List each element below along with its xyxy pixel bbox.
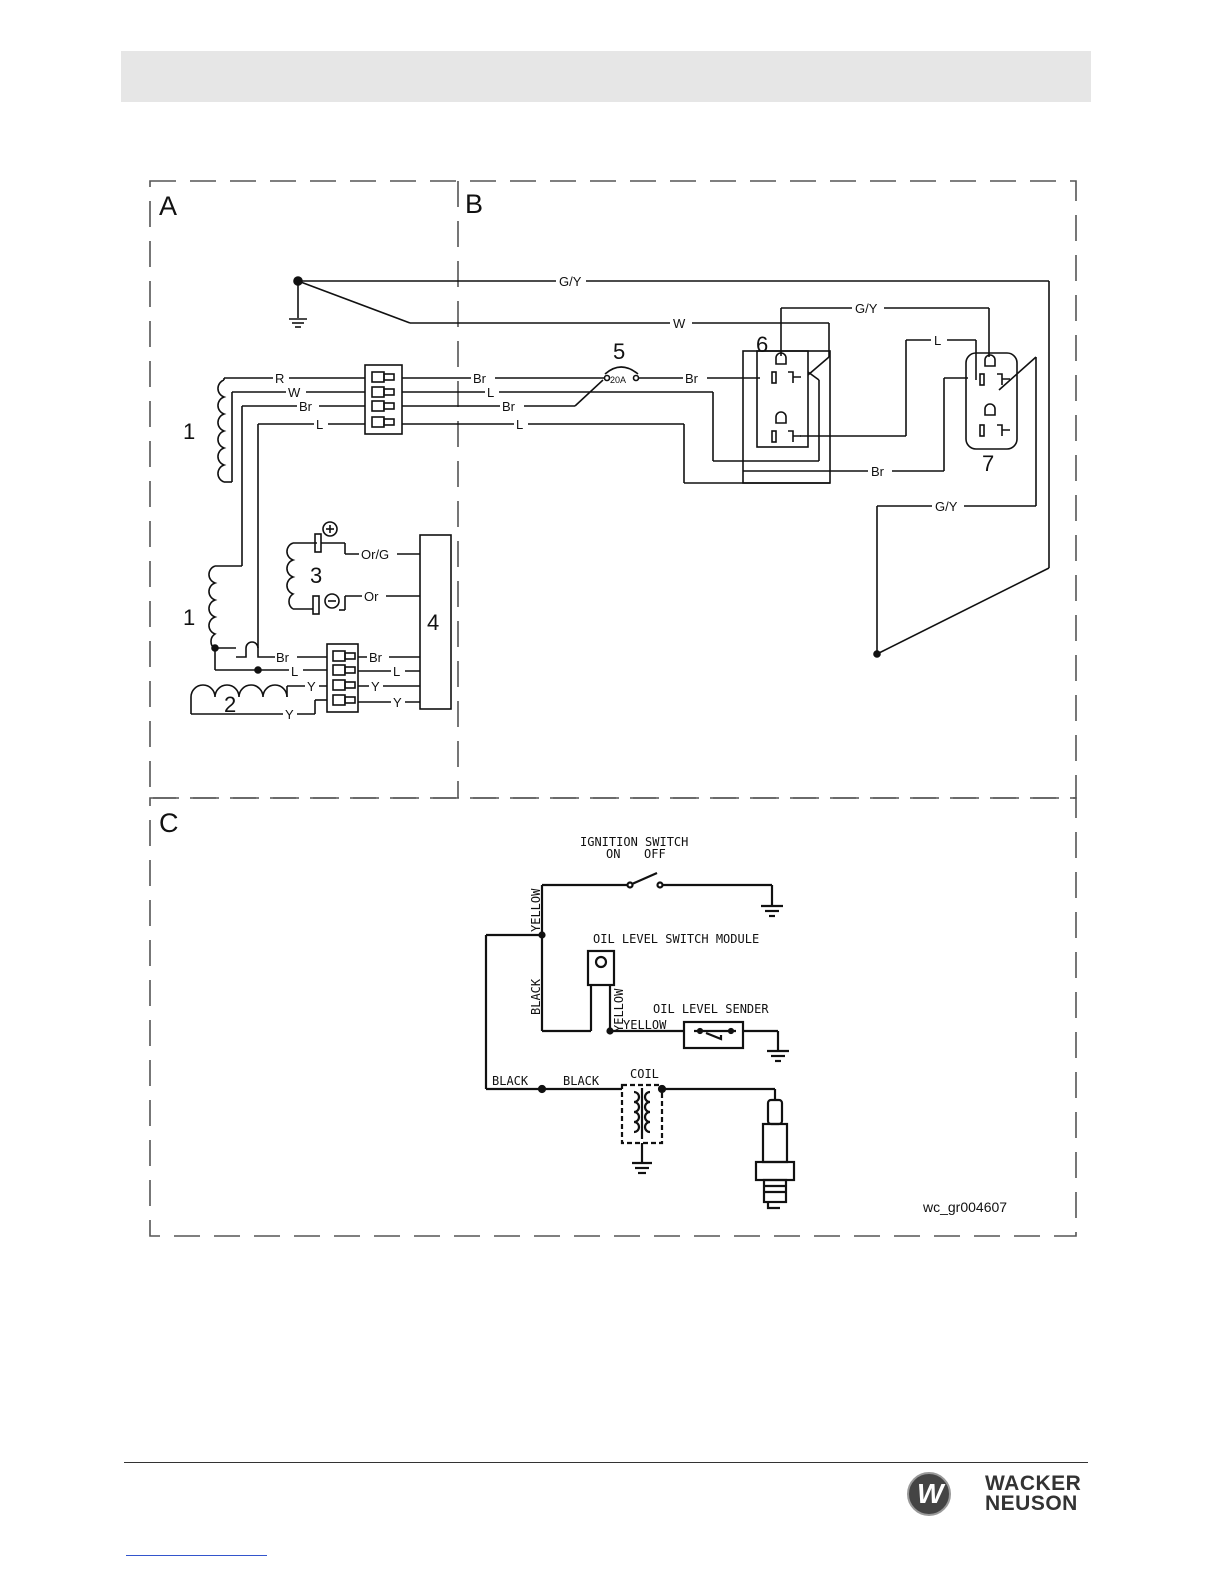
breaker-5-arc (605, 367, 638, 374)
callout-2: 2 (224, 692, 236, 717)
label-l-m: L (393, 664, 400, 679)
label-br-b2: Br (502, 399, 516, 414)
spark-plug-terminal (768, 1100, 782, 1124)
wire-w-top (298, 281, 410, 323)
label-gy-top: G/Y (559, 274, 582, 289)
label-br-after-breaker: Br (685, 371, 699, 386)
label-l-b1: L (487, 385, 494, 400)
label-y-a2: Y (285, 707, 294, 722)
label-oil-switch-module: OIL LEVEL SWITCH MODULE (593, 932, 759, 946)
label-on: ON (606, 847, 620, 861)
stator-1-top-coil (218, 380, 224, 482)
callout-1-top: 1 (183, 419, 195, 444)
callout-1-bottom: 1 (183, 605, 195, 630)
label-off: OFF (644, 847, 666, 861)
label-br-b1: Br (473, 371, 487, 386)
callout-4: 4 (427, 610, 439, 635)
label-or: Or (364, 589, 379, 604)
label-breaker-rating: 20A (610, 375, 626, 385)
connector-bottom (327, 644, 358, 712)
winding-3-coil (287, 543, 293, 609)
brand-logo-text: WACKER NEUSON (985, 1474, 1081, 1514)
label-l-coil: L (316, 417, 323, 432)
label-black-2: BLACK (563, 1074, 600, 1088)
label-yellow-1: YELLOW (529, 888, 543, 932)
label-w-top: W (673, 316, 686, 331)
label-l-right: L (934, 333, 941, 348)
callout-3: 3 (310, 563, 322, 588)
bottom-link-underline[interactable] (126, 1555, 267, 1556)
label-oil-level-sender: OIL LEVEL SENDER (653, 1002, 769, 1016)
logo-line-1: WACKER (985, 1474, 1081, 1494)
label-coil: COIL (630, 1067, 659, 1081)
footer-rule (124, 1462, 1088, 1463)
winding-3-minus-terminal (313, 596, 319, 614)
label-w-coil: W (288, 385, 301, 400)
stator-1-bottom-coil (209, 566, 215, 649)
label-yellow-3: YELLOW (623, 1018, 667, 1032)
label-br-coil: Br (299, 399, 313, 414)
label-r: R (275, 371, 284, 386)
label-black-1: BLACK (492, 1074, 529, 1088)
label-gy-mid: G/Y (855, 301, 878, 316)
label-y-m1: Y (371, 679, 380, 694)
label-br-m: Br (369, 650, 383, 665)
section-label-a: A (159, 191, 177, 221)
section-label-b: B (465, 189, 483, 219)
frame-outer-ab (150, 181, 1076, 798)
label-l-b2: L (516, 417, 523, 432)
winding-2-coil (191, 685, 287, 697)
receptacle-6-body (757, 351, 808, 447)
coil-primary (634, 1092, 639, 1132)
callout-6: 6 (756, 332, 768, 357)
label-gy-low: G/Y (935, 499, 958, 514)
label-y-a1: Y (307, 679, 316, 694)
spark-plug-hex (756, 1162, 794, 1180)
logo-line-2: NEUSON (985, 1494, 1081, 1514)
ignition-labels: IGNITION SWITCH ON OFF YELLOW OIL LEVEL … (492, 835, 769, 1088)
callout-7: 7 (982, 451, 994, 476)
label-black-vertical: BLACK (529, 978, 543, 1015)
coil-secondary (645, 1092, 650, 1132)
callout-5: 5 (613, 339, 625, 364)
label-or-g: Or/G (361, 547, 389, 562)
ignition-switch-blade (632, 873, 657, 884)
label-br-a: Br (276, 650, 290, 665)
label-l-a: L (291, 664, 298, 679)
section-label-c: C (159, 808, 179, 838)
label-br-right: Br (871, 464, 885, 479)
label-y-m2: Y (393, 695, 402, 710)
spark-plug-insulator (763, 1124, 787, 1162)
label-ignition-switch: IGNITION SWITCH (580, 835, 688, 849)
receptacle-7-body (966, 353, 1017, 449)
figure-id: wc_gr004607 (922, 1199, 1007, 1215)
logo-mark-letter: W (917, 1478, 943, 1510)
